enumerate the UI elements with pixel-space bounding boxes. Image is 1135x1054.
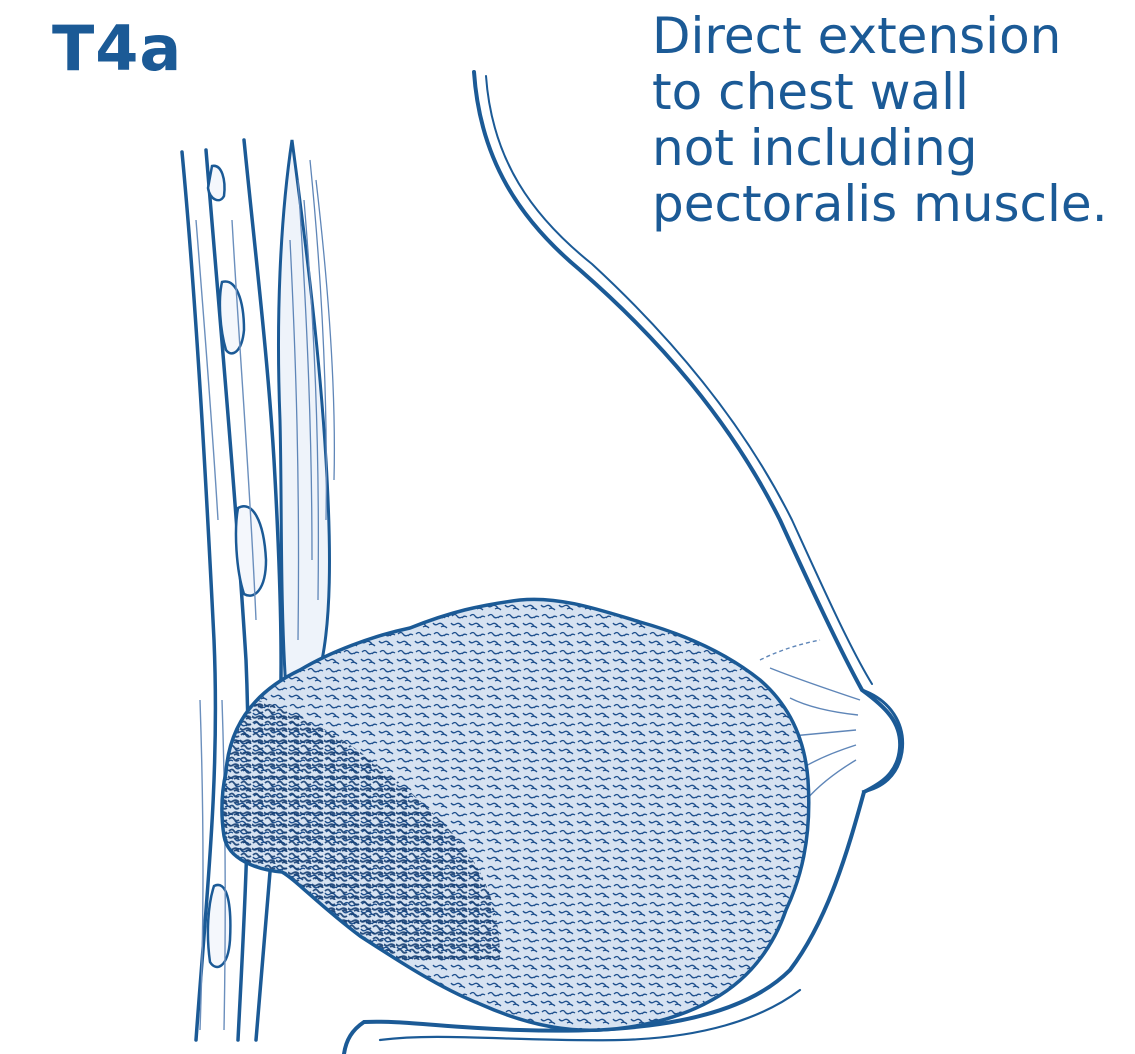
pectoralis-muscle <box>279 140 335 690</box>
chest-wall <box>182 140 281 1040</box>
